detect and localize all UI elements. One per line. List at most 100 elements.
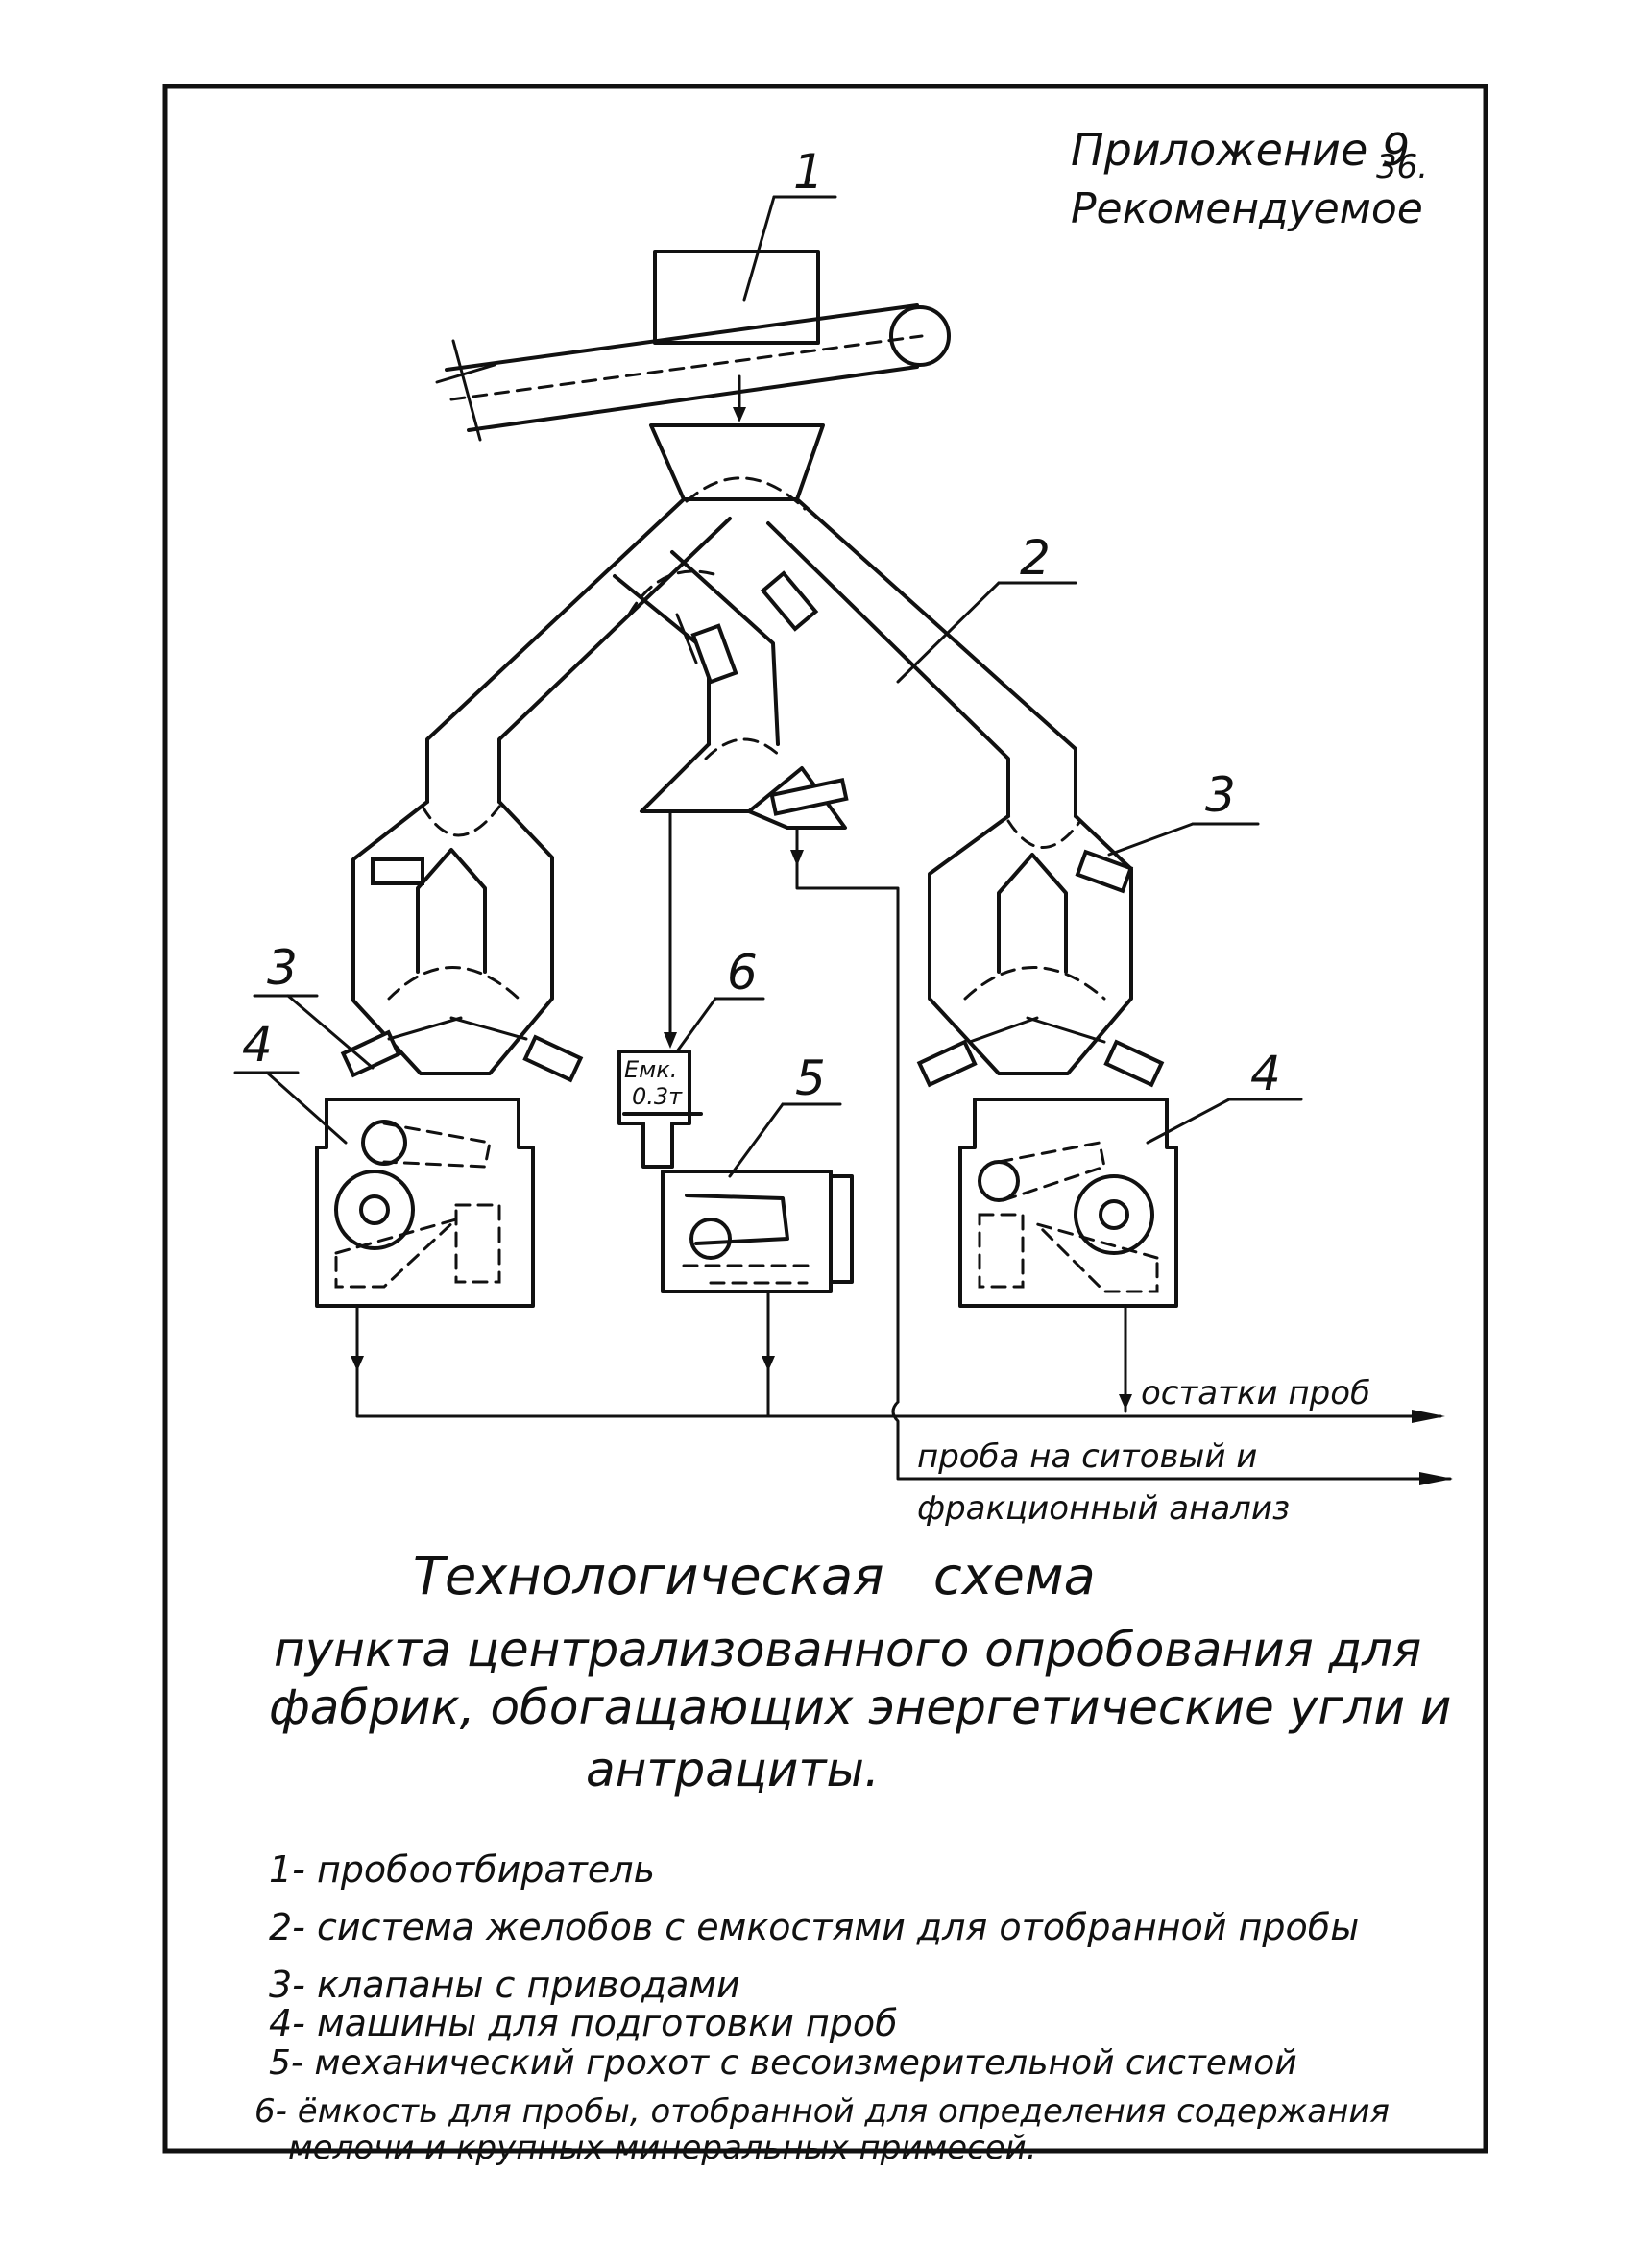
- right-machine-pulley: [978, 1160, 1020, 1202]
- left-machine-body: [315, 1098, 535, 1308]
- conveyor-cut-2: [435, 363, 496, 384]
- sampler-conveyor: [435, 195, 951, 442]
- chute-system: [425, 423, 1077, 818]
- analysis-arrow: [1419, 1472, 1453, 1485]
- central-junction-dashed: [704, 737, 785, 760]
- callout-3-left: 3: [267, 940, 298, 996]
- center-branch: Емк. 0.3т: [617, 997, 854, 1371]
- chute-valve-lower: [690, 623, 738, 685]
- left-arm-inner: [497, 517, 732, 804]
- callout-3-right: 3: [1205, 767, 1236, 823]
- legend-item-1: 1- пробоотбиратель: [269, 1848, 655, 1891]
- legend-item-3: 3- клапаны с приводами: [269, 1964, 740, 2006]
- title-line-3: фабрик, обогащающих энергетические угли …: [269, 1679, 1451, 1735]
- callout-5: 5: [795, 1050, 826, 1106]
- analysis-label-1: проба на ситовый и: [917, 1437, 1257, 1476]
- left-dashed-upper: [421, 805, 501, 837]
- right-machine-chute: [1031, 1221, 1159, 1293]
- top-hopper: [649, 423, 825, 501]
- title-line-1: Технологическая схема: [413, 1546, 1096, 1606]
- right-flap-b: [1026, 1016, 1106, 1044]
- left-hopper: [351, 800, 554, 1075]
- callout-4-right: 4: [1250, 1046, 1281, 1101]
- container-6: [617, 1050, 691, 1169]
- distributor-valve: [769, 777, 849, 816]
- left-machine-motor: [454, 1203, 501, 1284]
- right-machine-body: [958, 1098, 1178, 1308]
- screen-5-deck: [685, 1194, 789, 1245]
- left-valve-lower-l: [340, 1029, 401, 1078]
- drop-arrow: [733, 407, 746, 422]
- left-flap-a: [387, 1016, 463, 1041]
- remains-arrow: [1412, 1410, 1445, 1423]
- callout-2: 2: [1020, 530, 1051, 586]
- left-machine-belt: [382, 1122, 492, 1169]
- right-valve-lower-r: [1103, 1039, 1165, 1088]
- right-valve-lower-l: [916, 1039, 978, 1088]
- output-lines: остатки проб проба на ситовый и фракцион…: [355, 1362, 1453, 1528]
- left-arm-outer: [425, 497, 686, 804]
- conveyor-drum: [889, 305, 951, 367]
- callout-leader-2: [896, 581, 1001, 684]
- left-machine-chute: [334, 1218, 458, 1289]
- left-dashed-lower: [387, 966, 520, 1001]
- right-arm-outer: [795, 497, 1077, 818]
- left-valve-lower-r: [522, 1034, 584, 1083]
- legend-item-6-cont: мелочи и крупных минеральных примесей.: [288, 2129, 1037, 2167]
- legend-item-2: 2- система желобов с емкостями для отобр…: [269, 1906, 1359, 1948]
- left-flap-b: [449, 1016, 528, 1041]
- screen-5-drive: [689, 1218, 732, 1260]
- analysis-label-2: фракционный анализ: [917, 1489, 1290, 1528]
- drawing-frame: [162, 84, 1488, 2154]
- legend-item-4: 4- машины для подготовки проб: [269, 2002, 898, 2044]
- analysis-sample-line: [795, 826, 900, 1404]
- junction-dashed-left: [627, 569, 722, 616]
- top-junction-dashed: [685, 476, 807, 511]
- left-machine-pulley: [361, 1120, 407, 1166]
- remains-collector: [355, 1362, 1442, 1418]
- conveyor-belt-bottom: [467, 365, 919, 432]
- callout-leader-3-left: [286, 994, 375, 1070]
- right-dashed-upper: [1006, 819, 1082, 849]
- conveyor-belt-top: [445, 303, 919, 372]
- valve-rod: [675, 613, 698, 664]
- page-number: 36.: [1376, 148, 1428, 186]
- right-machine-rotor-hub: [1099, 1199, 1129, 1230]
- appendix-label: Приложение 9: [1071, 124, 1410, 176]
- container-6-label-1: Емк.: [624, 1056, 677, 1083]
- right-hopper: [928, 814, 1133, 1075]
- remains-label: остатки проб: [1141, 1374, 1370, 1412]
- legend-item-6: 6- ёмкость для пробы, отобранной для опр…: [254, 2092, 1390, 2131]
- callout-leader-4-left: [265, 1071, 348, 1145]
- analysis-sample-arrow: [790, 850, 804, 866]
- callout-leader-6: [675, 997, 717, 1053]
- conveyor-axis: [449, 334, 924, 401]
- right-machine-belt: [997, 1141, 1106, 1202]
- analysis-line: [891, 1400, 1452, 1481]
- central-distributor: [640, 742, 900, 1404]
- chute-valve-upper: [760, 570, 819, 632]
- callout-leader-4-right: [1146, 1098, 1231, 1145]
- central-branch-right: [670, 550, 780, 746]
- callout-4-left: 4: [242, 1017, 273, 1073]
- screen-5-body: [661, 1170, 833, 1293]
- callout-leader-1: [742, 195, 776, 302]
- feed-arrow-to-container: [664, 1032, 677, 1049]
- distributor-body: [640, 742, 847, 830]
- right-arm-inner: [766, 521, 1010, 818]
- left-machine-rotor: [334, 1170, 415, 1250]
- left-branch: [233, 800, 584, 1371]
- right-valve-upper: [1075, 849, 1134, 894]
- recommended-label: Рекомендуемое: [1071, 184, 1423, 233]
- conveyor-cut-1: [451, 339, 482, 442]
- callout-leader-3-right: [1107, 822, 1195, 857]
- screen-5-side-unit: [829, 1174, 854, 1284]
- left-valve-upper: [371, 857, 424, 885]
- right-branch: [916, 814, 1303, 1413]
- title-line-4: антрациты.: [586, 1742, 880, 1798]
- left-machine-rotor-hub: [359, 1194, 390, 1225]
- callout-6: 6: [727, 945, 758, 1001]
- container-6-label-2: 0.3т: [632, 1083, 683, 1110]
- title-line-2: пункта централизованного опробования для: [274, 1622, 1421, 1677]
